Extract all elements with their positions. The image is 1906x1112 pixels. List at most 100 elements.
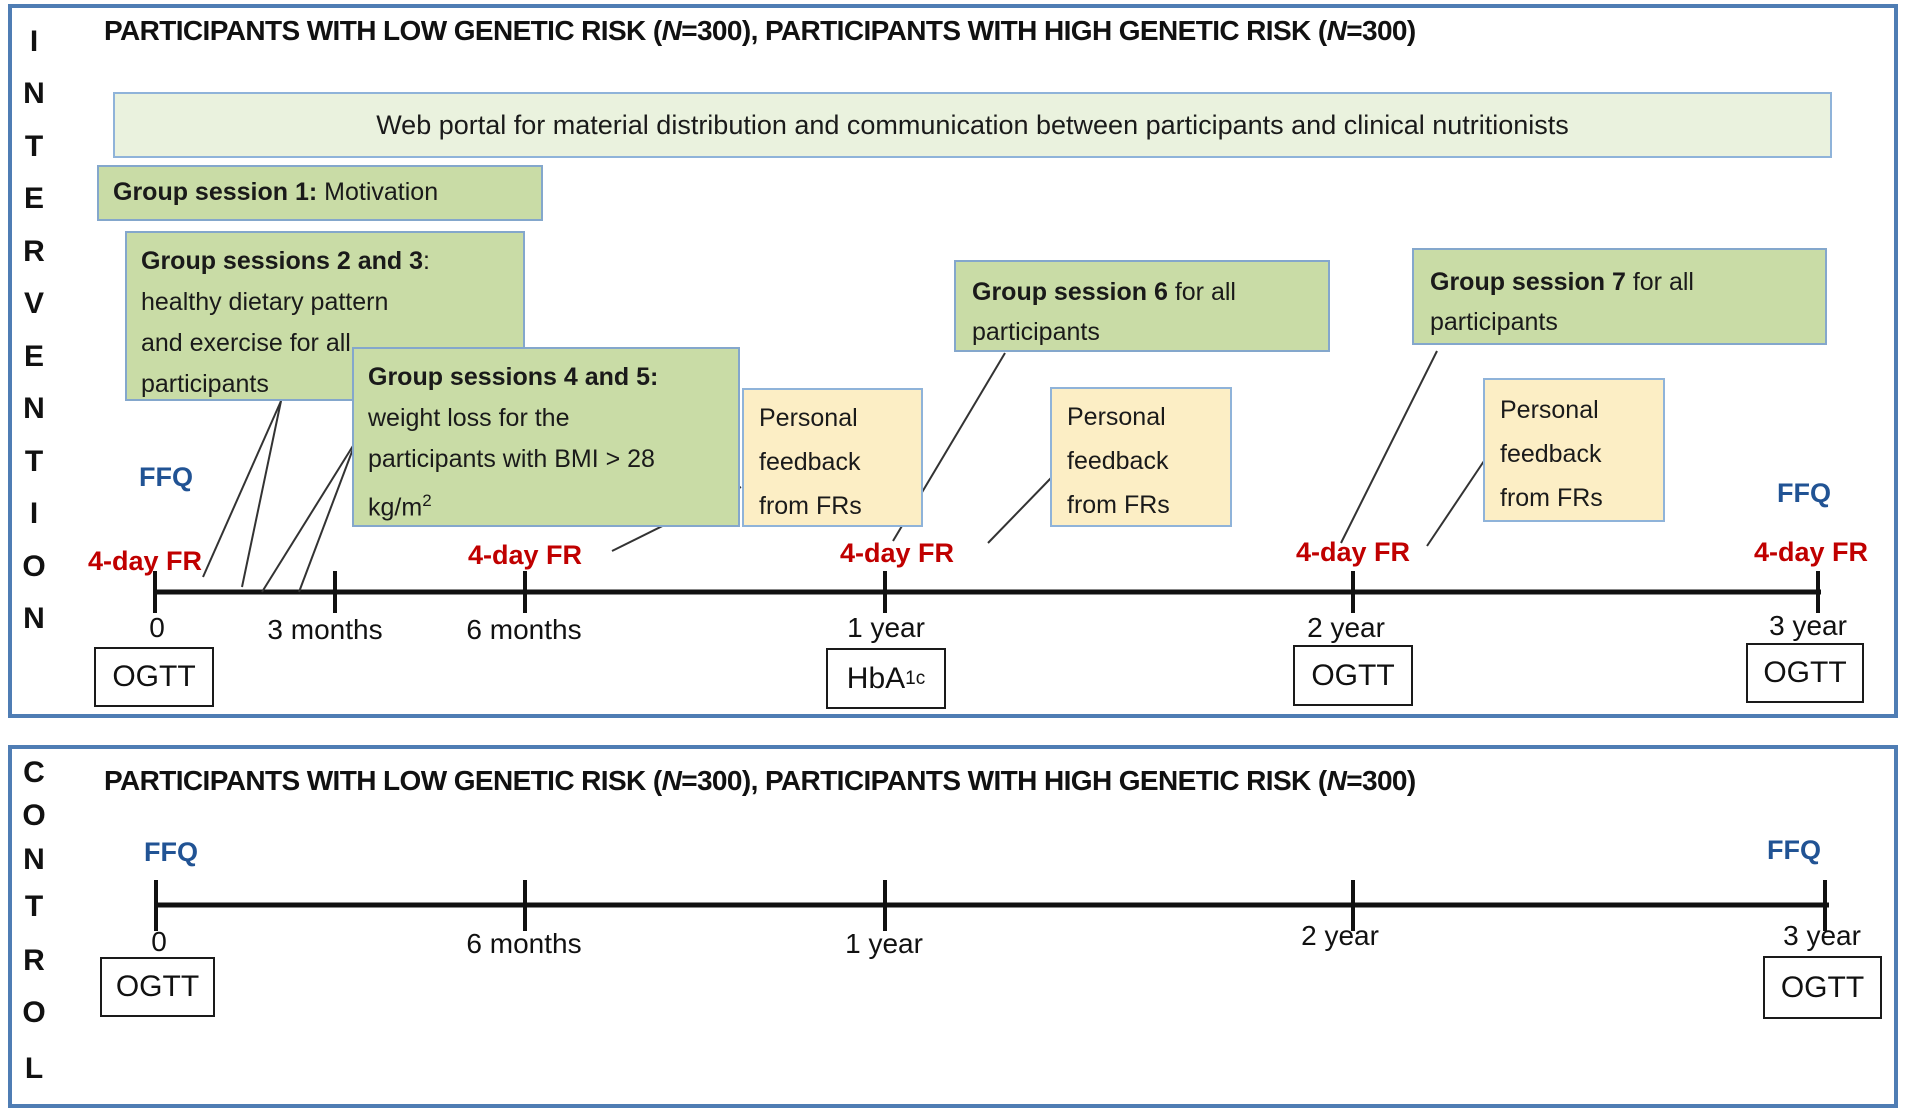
connector-line	[987, 477, 1052, 544]
group-session-7-box: Group session 7 for all participants	[1412, 248, 1827, 345]
intervention-side-label-letter: N	[23, 602, 45, 635]
intervention-side-label-letter: N	[23, 77, 45, 110]
connector-line	[241, 400, 282, 588]
group-sessions-2-3-title-bold: Group sessions 2 and 3	[141, 247, 424, 275]
intervention-side-label-letter: R	[23, 235, 45, 268]
four-day-fr-label-1year: 4-day FR	[839, 538, 955, 568]
group-sessions-2-3-line: and exercise for all	[141, 329, 351, 357]
title-n-italic: N	[1326, 15, 1347, 46]
feedback-line: Personal	[1067, 403, 1166, 431]
feedback-line: from FRs	[759, 492, 862, 520]
tick-label-intervention-0: 0	[149, 612, 165, 643]
control-title: PARTICIPANTS WITH LOW GENETIC RISK (N=30…	[104, 765, 1416, 797]
group-sessions-2-3-line: healthy dietary pattern	[141, 288, 389, 316]
group-sessions-2-3-title: Group sessions 2 and 3:	[141, 241, 523, 282]
tick-label-intervention-1year: 1 year	[847, 612, 925, 643]
tick-label-control-2year: 2 year	[1301, 920, 1379, 951]
ogtt-text: OGTT	[115, 970, 200, 1003]
personal-feedback-box-6months: Personal feedback from FRs	[742, 388, 923, 527]
group-session-6-line: participants	[972, 318, 1100, 346]
title-text: =300), PARTICIPANTS WITH HIGH GENETIC RI…	[681, 765, 1327, 796]
group-session-6-box: Group session 6 for all participants	[954, 260, 1330, 352]
group-session-6-title-rest: for all	[1167, 278, 1236, 306]
four-day-fr-label-baseline: 4-day FR	[87, 546, 203, 576]
intervention-side-label-letter: I	[29, 497, 39, 530]
feedback-line: feedback	[1067, 447, 1169, 475]
ffq-label-control-3year: FFQ	[1767, 835, 1821, 865]
group-sessions-4-5-box: Group sessions 4 and 5: weight loss for …	[352, 347, 740, 527]
connector-line	[261, 440, 357, 593]
intervention-side-label-letter: T	[24, 130, 44, 163]
web-portal-banner: Web portal for material distribution and…	[113, 92, 1832, 158]
group-session-7-line: participants	[1430, 308, 1558, 336]
control-side-label-letter: C	[23, 756, 45, 789]
title-text: PARTICIPANTS WITH LOW GENETIC RISK (	[104, 15, 662, 46]
tick-label-control-1year: 1 year	[845, 928, 923, 959]
group-sessions-4-5-line: kg/m2	[368, 480, 738, 528]
control-side-label-letter: R	[23, 944, 45, 977]
intervention-side-label-letter: T	[24, 445, 44, 478]
ogtt-text: OGTT	[1780, 970, 1865, 1004]
feedback-line: from FRs	[1067, 491, 1170, 519]
ffq-label-intervention-3year: FFQ	[1777, 478, 1831, 508]
group-sessions-4-5-title: Group sessions 4 and 5:	[368, 363, 659, 391]
title-text: =300)	[1346, 15, 1416, 46]
title-n-italic: N	[1326, 765, 1347, 796]
control-side-label-letter: T	[24, 890, 44, 923]
ogtt-box-control-baseline: OGTT	[100, 957, 215, 1017]
four-day-fr-label-3year: 4-day FR	[1753, 537, 1869, 567]
tick-label-intervention-2year: 2 year	[1307, 612, 1385, 643]
group-session-7-title-rest: for all	[1625, 268, 1694, 296]
title-n-italic: N	[661, 15, 682, 46]
ffq-label-intervention-baseline: FFQ	[139, 462, 193, 492]
control-side-label-letter: O	[22, 996, 46, 1029]
intervention-title: PARTICIPANTS WITH LOW GENETIC RISK (N=30…	[104, 15, 1416, 47]
intervention-side-label-letter: E	[23, 340, 44, 373]
intervention-side-label-letter: V	[23, 287, 44, 320]
ogtt-box-control-3year: OGTT	[1763, 956, 1882, 1019]
ogtt-text: OGTT	[1763, 656, 1847, 689]
group-sessions-2-3-line: participants	[141, 370, 269, 398]
feedback-line: Personal	[759, 404, 858, 432]
group-session-1-text: Motivation	[317, 178, 439, 206]
tick-label-intervention-3year: 3 year	[1769, 610, 1847, 641]
control-side-label-letter: L	[24, 1052, 44, 1085]
ogtt-box-intervention-2year: OGTT	[1293, 645, 1413, 706]
connector-line	[1340, 350, 1438, 544]
personal-feedback-box-2year: Personal feedback from FRs	[1483, 378, 1665, 522]
tick-label-intervention-3months: 3 months	[267, 614, 383, 645]
kg-unit-text: kg/m	[368, 493, 423, 522]
tick-label-control-0: 0	[151, 926, 167, 957]
group-session-1-box: Group session 1: Motivation	[97, 165, 543, 221]
intervention-panel	[8, 4, 1898, 718]
intervention-timeline-ticks	[153, 571, 1820, 613]
ogtt-text: OGTT	[112, 660, 196, 693]
title-text: =300), PARTICIPANTS WITH HIGH GENETIC RI…	[681, 15, 1327, 46]
title-n-italic: N	[661, 765, 682, 796]
control-side-label-letter: N	[23, 843, 45, 876]
control-panel	[8, 745, 1898, 1108]
connector-line	[202, 400, 282, 578]
group-session-1-title: Group session 1:	[113, 178, 318, 206]
ffq-label-control-baseline: FFQ	[144, 837, 198, 867]
feedback-line: from FRs	[1500, 484, 1603, 512]
intervention-side-label-letter: E	[23, 182, 44, 215]
group-session-7-title: Group session 7 for all	[1430, 262, 1825, 302]
group-sessions-4-5-line: participants with BMI > 28	[368, 445, 655, 473]
four-day-fr-label-6months: 4-day FR	[467, 540, 583, 570]
group-sessions-2-3-colon: :	[423, 247, 430, 275]
four-day-fr-label-2year: 4-day FR	[1295, 537, 1411, 567]
connector-line	[1426, 460, 1485, 547]
tick-label-control-3year: 3 year	[1783, 920, 1861, 951]
ogtt-text: OGTT	[1311, 658, 1395, 692]
tick-label-control-6months: 6 months	[466, 928, 582, 959]
web-portal-text: Web portal for material distribution and…	[376, 109, 1569, 140]
title-text: =300)	[1346, 765, 1416, 796]
personal-feedback-box-1year: Personal feedback from FRs	[1050, 387, 1232, 527]
feedback-line: Personal	[1500, 396, 1599, 424]
feedback-line: feedback	[1500, 440, 1602, 468]
intervention-side-label-letter: N	[23, 392, 45, 425]
